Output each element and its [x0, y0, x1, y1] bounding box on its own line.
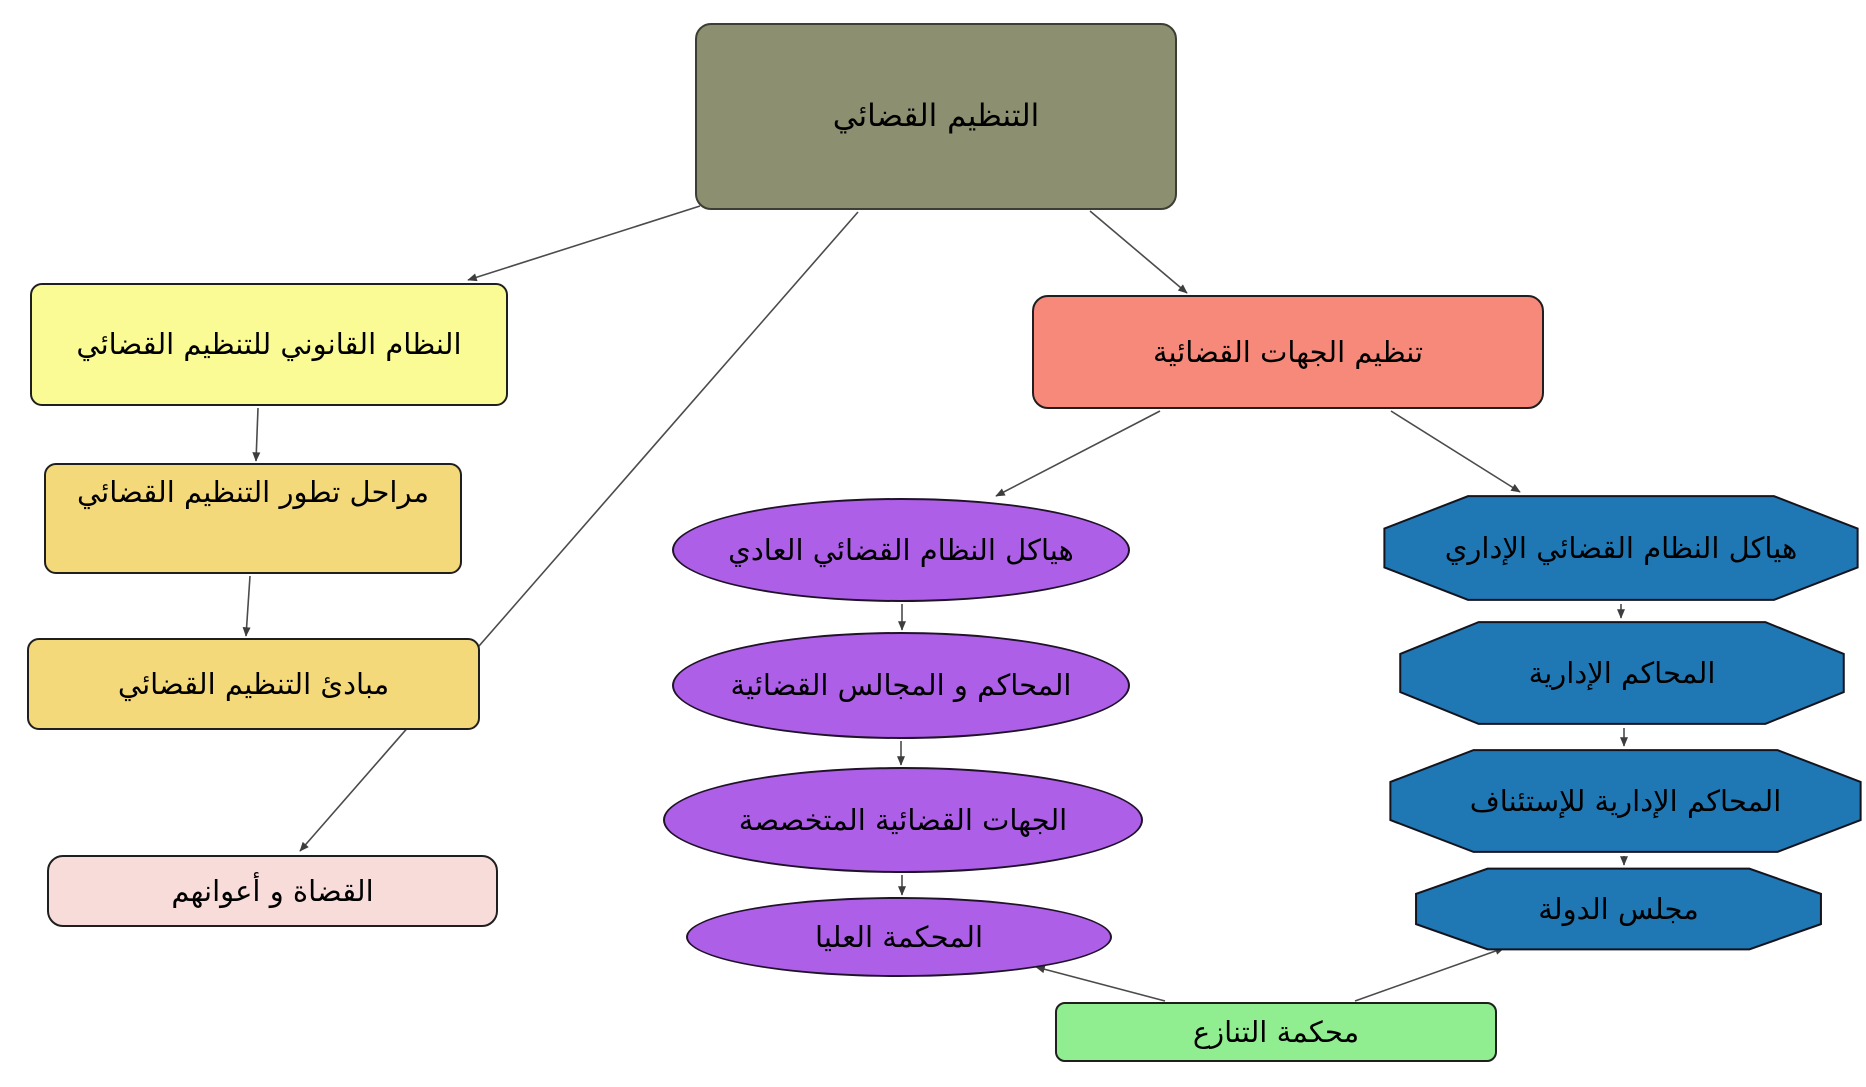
node-principles-label: مبادئ التنظيم القضائي: [117, 666, 390, 701]
edge-judicial-bodies-admin-structures: [1390, 410, 1521, 493]
node-state-council-label: مجلس الدولة: [1538, 891, 1699, 926]
node-specialized-bodies-label: الجهات القضائية المتخصصة: [738, 802, 1068, 837]
node-development-stages: مراحل تطور التنظيم القضائي: [44, 463, 462, 574]
edge-conflict-court-supreme-court: [1035, 965, 1166, 1002]
node-admin-courts-label: المحاكم الإدارية: [1528, 655, 1716, 690]
node-courts-councils-label: المحاكم و المجالس القضائية: [730, 668, 1072, 703]
node-admin-appeal-courts: المحاكم الإدارية للإستئناف: [1388, 748, 1863, 854]
node-supreme-court: المحكمة العليا: [686, 897, 1112, 977]
node-admin-structures-label: هياكل النظام القضائي الإداري: [1444, 530, 1798, 565]
node-specialized-bodies: الجهات القضائية المتخصصة: [663, 767, 1143, 873]
node-root-label: التنظيم القضائي: [832, 97, 1040, 134]
octagon-shape: [1414, 867, 1823, 951]
node-state-council: مجلس الدولة: [1414, 867, 1823, 951]
node-legal-system-label: النظام القانوني للتنظيم القضائي: [76, 327, 462, 362]
node-courts-councils: المحاكم و المجالس القضائية: [672, 632, 1130, 739]
node-conflict-court: محكمة التنازع: [1055, 1002, 1497, 1062]
node-ordinary-structures-label: هياكل النظام القضائي العادي: [728, 532, 1074, 567]
edge-development-stages-principles: [242, 575, 251, 637]
edge-root-judicial-bodies: [1089, 210, 1188, 294]
edge-conflict-court-state-council: [1354, 947, 1505, 1002]
node-conflict-court-label: محكمة التنازع: [1192, 1014, 1360, 1049]
node-admin-courts: المحاكم الإدارية: [1398, 620, 1846, 726]
node-admin-structures: هياكل النظام القضائي الإداري: [1382, 494, 1860, 602]
node-judges-assistants-label: القضاة و أعوانهم: [171, 873, 374, 908]
node-judicial-bodies-label: تنظيم الجهات القضائية: [1152, 334, 1424, 369]
node-root: التنظيم القضائي: [695, 23, 1177, 210]
edge-root-legal-system: [467, 205, 701, 282]
node-legal-system: النظام القانوني للتنظيم القضائي: [30, 283, 508, 406]
octagon-shape: [1388, 748, 1863, 854]
octagon-shape: [1382, 494, 1860, 602]
edge-root-judges-assistants: [299, 211, 859, 852]
node-judges-assistants: القضاة و أعوانهم: [47, 855, 498, 927]
edge-legal-system-development-stages: [252, 407, 261, 462]
octagon-shape: [1398, 620, 1846, 726]
edge-judicial-bodies-ordinary-structures: [995, 410, 1161, 497]
node-principles: مبادئ التنظيم القضائي: [27, 638, 480, 730]
node-judicial-bodies: تنظيم الجهات القضائية: [1032, 295, 1544, 409]
node-development-stages-label: مراحل تطور التنظيم القضائي: [77, 475, 430, 509]
node-ordinary-structures: هياكل النظام القضائي العادي: [672, 498, 1130, 602]
node-supreme-court-label: المحكمة العليا: [815, 919, 983, 954]
node-admin-appeal-courts-label: المحاكم الإدارية للإستئناف: [1469, 783, 1782, 818]
